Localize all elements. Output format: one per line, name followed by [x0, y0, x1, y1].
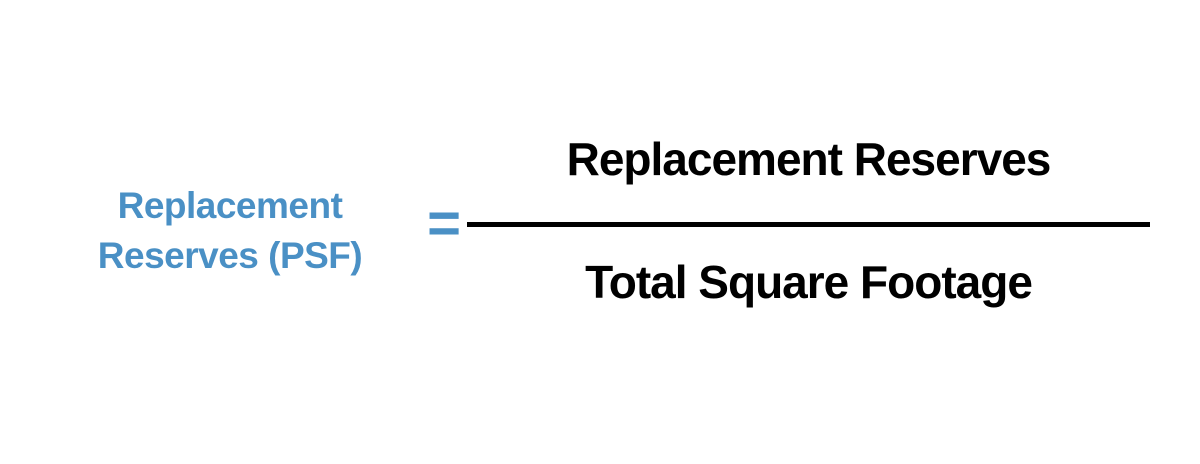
formula-result-label-line2: Reserves (PSF)	[97, 235, 363, 276]
fraction-divider-line	[467, 222, 1150, 227]
equals-sign: =	[427, 191, 461, 256]
fraction-denominator: Total Square Footage	[585, 256, 1033, 308]
fraction: Replacement Reserves Total Square Footag…	[467, 134, 1150, 307]
formula-result-label-line1: Replacement	[117, 185, 343, 226]
fraction-numerator: Replacement Reserves	[566, 133, 1052, 185]
formula-result-label: Replacement Reserves (PSF)	[40, 181, 420, 281]
